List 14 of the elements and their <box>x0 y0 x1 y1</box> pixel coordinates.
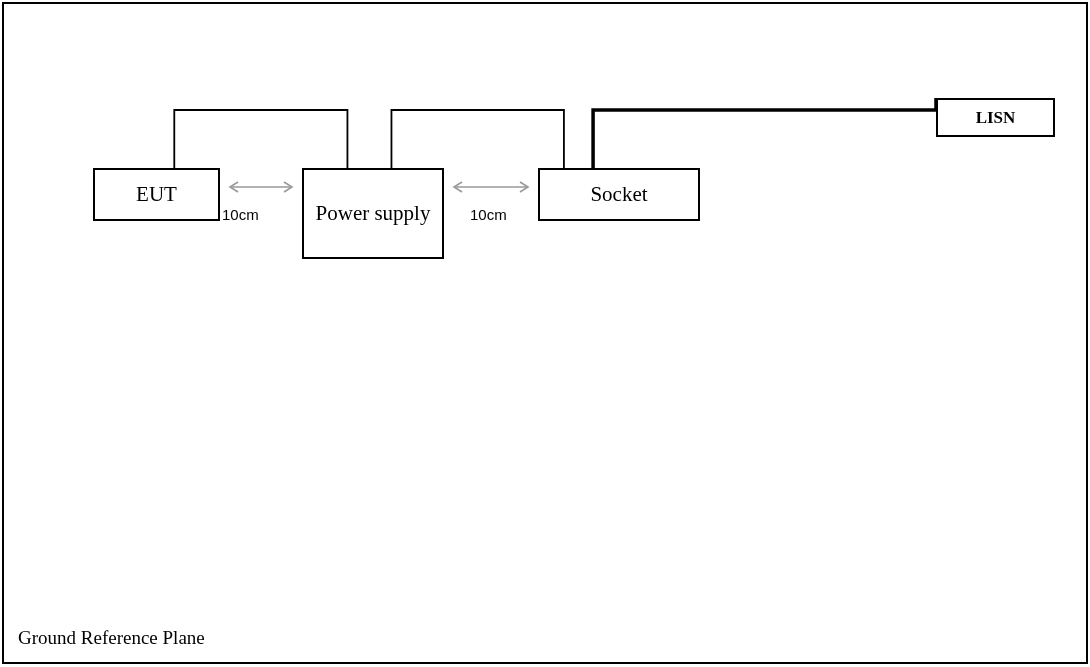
device-label: EUT <box>136 181 177 208</box>
device-label: LISN <box>975 106 1016 129</box>
device-box <box>936 98 1055 137</box>
device-label: Socket <box>590 181 648 208</box>
cable-line <box>591 98 938 168</box>
device-box <box>538 168 700 221</box>
cable-line <box>390 109 565 169</box>
device-label: Power supply <box>315 200 431 227</box>
dimension-label: 10cm <box>470 206 507 223</box>
device-box <box>93 168 220 221</box>
plane-label: Ground Reference Plane <box>18 626 205 650</box>
dimension-label: 10cm <box>222 206 259 223</box>
device-box <box>302 168 444 259</box>
cable-line <box>173 109 349 169</box>
